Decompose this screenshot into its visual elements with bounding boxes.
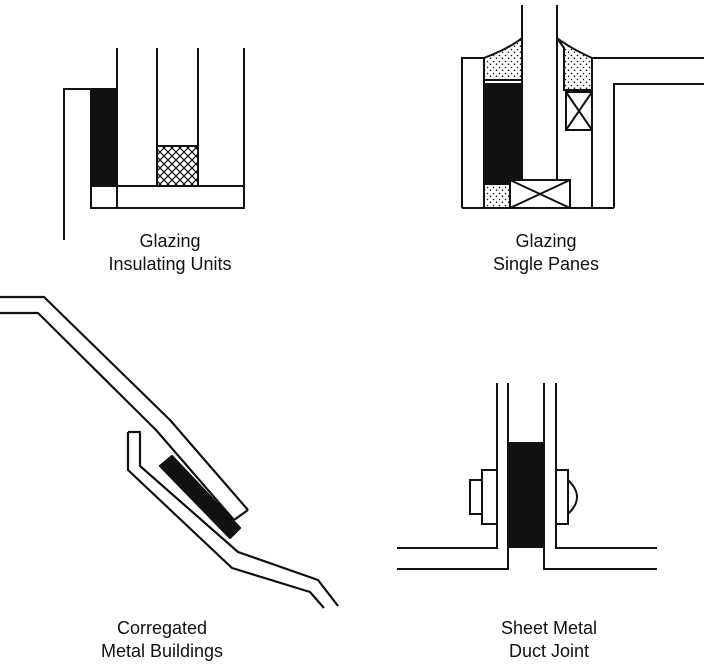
caption-line: Glazing <box>139 231 201 251</box>
caption-sheet-metal-duct-joint: Sheet Metal Duct Joint <box>439 617 659 663</box>
caption-glazing-single-panes: Glazing Single Panes <box>436 230 656 276</box>
caption-corrugated-metal-buildings: Corregated Metal Buildings <box>52 617 272 663</box>
glazing-tape <box>483 83 523 185</box>
lower-sheet-edge <box>128 430 339 607</box>
upper-sheet-end <box>233 509 249 521</box>
heel-bead <box>484 184 510 208</box>
sealant-cap-left <box>483 35 523 81</box>
spacer-shim-cross <box>565 91 593 131</box>
sealant-bead <box>90 88 118 187</box>
caption-line: Glazing <box>515 231 577 251</box>
caption-line: Duct Joint <box>508 641 590 661</box>
spacer-block <box>156 145 199 187</box>
left-duct-wall <box>397 383 509 570</box>
sheet-metal-duct-figure <box>397 383 657 570</box>
duct-gasket <box>509 442 544 548</box>
caption-line: Insulating Units <box>108 254 232 274</box>
bolt-head <box>469 479 483 515</box>
corrugated-metal-figure <box>0 295 339 609</box>
setting-block-cross <box>509 179 571 209</box>
sealant-cap-right <box>556 37 593 91</box>
left-duct-wall <box>397 383 498 549</box>
upper-sheet-edge <box>0 311 235 521</box>
bolt-washer <box>481 469 498 525</box>
left-frame-profile <box>461 57 485 208</box>
glazing-single-panes-figure <box>461 5 704 209</box>
glazing-insulating-units-figure <box>63 48 245 240</box>
nut-washer <box>555 469 569 525</box>
right-duct-wall <box>555 383 657 549</box>
caption-line: Metal Buildings <box>100 641 224 661</box>
caption-line: Corregated <box>116 618 208 638</box>
caption-line: Sheet Metal <box>500 618 598 638</box>
lower-sheet-edge <box>126 432 325 609</box>
caption-line: Single Panes <box>492 254 600 274</box>
nut-dome <box>567 479 578 515</box>
right-frame-profile <box>591 57 704 208</box>
upper-sheet-edge <box>0 295 249 511</box>
right-frame-profile <box>613 83 704 208</box>
caption-glazing-insulating-units: Glazing Insulating Units <box>60 230 280 276</box>
sealant-tape <box>158 454 242 540</box>
